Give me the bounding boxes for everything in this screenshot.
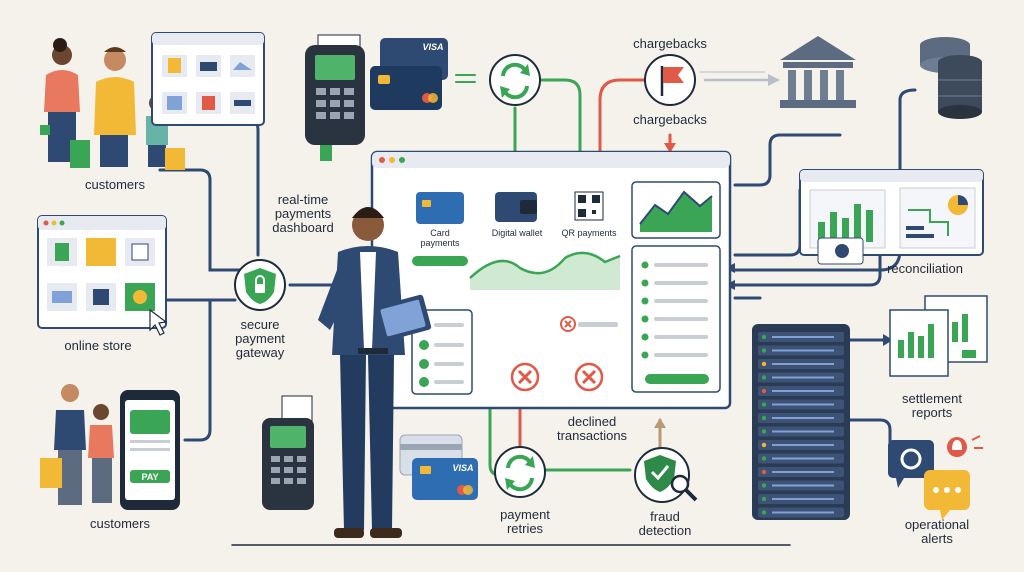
payment-cards-top — [370, 38, 448, 110]
server-status-light — [761, 334, 767, 340]
database-icon — [920, 37, 982, 119]
server-status-light — [761, 510, 767, 515]
server-unit-line — [772, 349, 834, 352]
checkmark-icons — [419, 320, 464, 387]
server-status-light — [761, 348, 767, 353]
server-rack — [752, 324, 850, 520]
credit-card-icon — [416, 192, 464, 224]
retry-icon — [494, 446, 546, 498]
cursor-icon — [149, 308, 168, 336]
declined-transactions-label: declined transactions — [556, 414, 628, 443]
server-status-light — [761, 469, 767, 475]
server-status-light — [761, 442, 767, 448]
settlement-reports-docs — [889, 295, 988, 377]
server-status-light — [761, 496, 767, 502]
server-status-light — [761, 429, 767, 434]
reconciliation-window — [799, 169, 984, 265]
declined-x-icons — [510, 362, 604, 392]
server-status-light — [761, 402, 767, 407]
server-status-light — [761, 361, 767, 367]
pos-terminal-bottom — [262, 395, 314, 510]
server-status-light — [761, 483, 767, 488]
dashboard-label: real-time payments dashboard — [272, 192, 334, 235]
fraud-detection-label: fraud detection — [638, 509, 692, 538]
arrow-icon — [768, 74, 780, 86]
product-catalog-window — [151, 32, 265, 126]
customers-top-label: customers — [85, 177, 145, 192]
arrow-icon — [883, 334, 893, 346]
pos-terminal-top — [305, 34, 365, 161]
server-status-light — [761, 456, 767, 461]
server-unit-line — [772, 390, 834, 392]
server-unit-line — [772, 336, 834, 338]
server-status-light — [761, 388, 767, 394]
server-unit-line — [772, 484, 834, 487]
chargebacks-mid-label: chargebacks — [633, 112, 707, 127]
server-status-light — [761, 375, 767, 380]
card-brand-top: VISA — [422, 42, 444, 52]
gateway-label: secure payment gateway — [235, 317, 285, 360]
bank-icon — [780, 36, 856, 108]
card-payments-label: Card payments — [420, 228, 460, 248]
shield-lock-icon — [234, 259, 286, 311]
gear-icon — [835, 244, 849, 258]
online-store-label: online store — [64, 338, 132, 353]
payment-cards-bottom — [399, 434, 478, 500]
gear-icon — [900, 448, 922, 470]
server-unit-line — [772, 403, 834, 406]
server-unit-line — [772, 417, 834, 419]
gear-icon — [133, 290, 147, 304]
server-unit-line — [772, 376, 834, 379]
arrow-icon — [654, 418, 666, 428]
server-unit-line — [772, 363, 834, 365]
operational-alerts-label: operational alerts — [904, 517, 970, 546]
digital-wallet-label: Digital wallet — [491, 228, 543, 238]
card-brand-bottom: VISA — [452, 463, 474, 473]
operational-alerts-icons — [888, 435, 983, 520]
customers-bottom-label: customers — [90, 516, 150, 531]
fraud-shield-magnifier-icon — [634, 447, 698, 503]
server-unit-line — [772, 457, 834, 460]
payments-dashboard-window — [370, 150, 732, 410]
chargebacks-top-label: chargebacks — [633, 36, 707, 51]
qr-payments-label: QR payments — [561, 228, 617, 238]
reconciliation-label: reconciliation — [887, 261, 963, 276]
flag-icon — [644, 54, 696, 106]
settlement-reports-label: settlement reports — [902, 391, 962, 420]
online-store-window — [37, 215, 168, 336]
server-unit-line — [772, 471, 834, 473]
payment-retries-label: payment retries — [500, 507, 550, 536]
server-unit-line — [772, 444, 834, 446]
analyst-illustration — [318, 207, 432, 538]
server-unit-line — [772, 430, 834, 433]
sync-icon — [489, 54, 541, 106]
pay-button-label: PAY — [141, 472, 159, 482]
server-status-light — [761, 415, 767, 421]
qr-code-icon — [574, 191, 604, 221]
customers-bottom-illustration — [40, 384, 180, 510]
customers-top-illustration — [40, 38, 185, 170]
arrow-icon — [664, 143, 676, 153]
server-unit-line — [772, 511, 834, 514]
server-unit-line — [772, 498, 834, 500]
wallet-icon — [495, 192, 537, 222]
